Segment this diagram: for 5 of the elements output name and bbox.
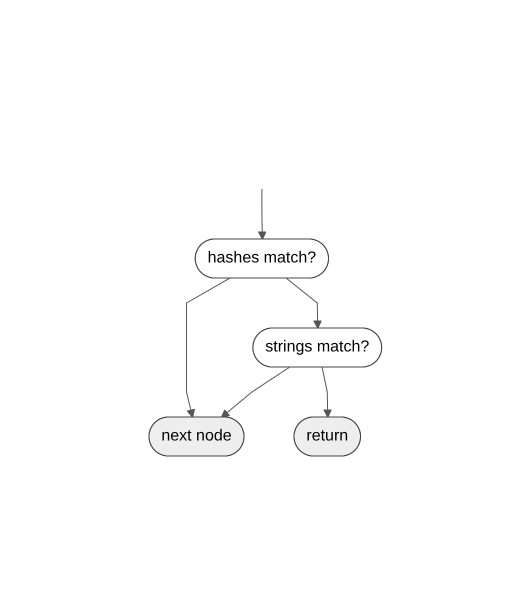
- arrow: [186, 278, 230, 418]
- arrow: [286, 278, 322, 328]
- arrow: [321, 366, 332, 418]
- arrow: [220, 366, 290, 418]
- arrow: [258, 188, 266, 240]
